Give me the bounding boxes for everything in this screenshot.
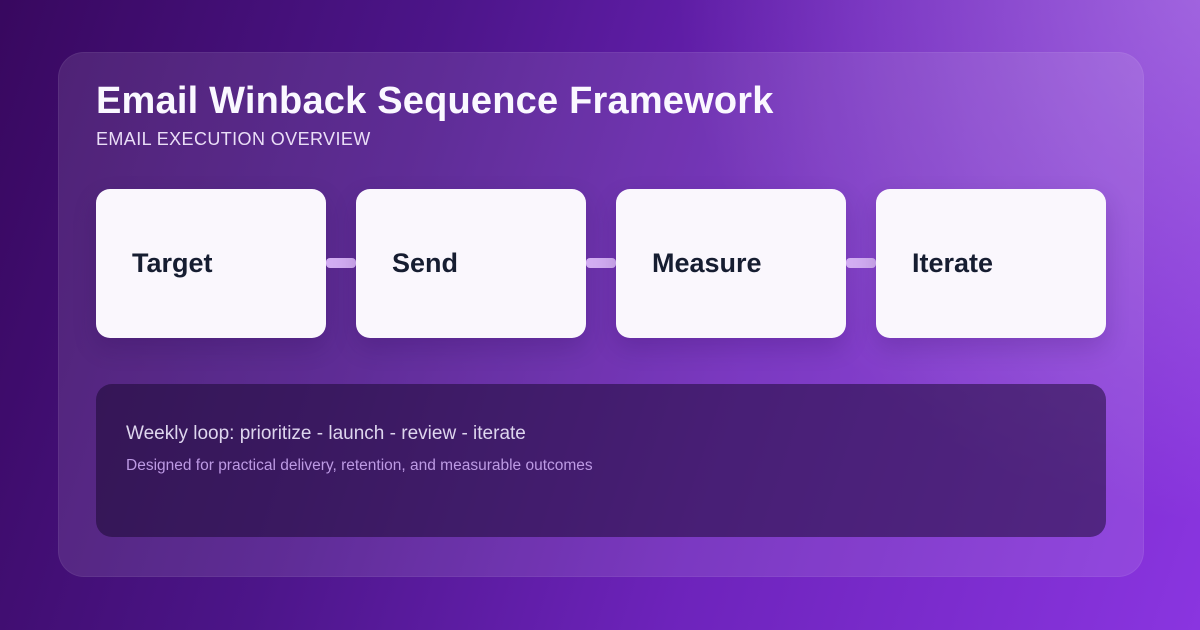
step-connector [586, 258, 616, 269]
step-box-send: Send [356, 188, 586, 338]
page-subtitle: EMAIL EXECUTION OVERVIEW [96, 128, 371, 149]
step-box-measure: Measure [616, 188, 846, 338]
page-title: Email Winback Sequence Framework [96, 80, 774, 122]
step-connector [326, 258, 356, 269]
steps-row: Target Send Measure Iterate [96, 188, 1106, 338]
footer-panel: Weekly loop: prioritize - launch - revie… [96, 383, 1106, 537]
step-label: Iterate [912, 247, 994, 278]
footer-primary-text: Weekly loop: prioritize - launch - revie… [126, 422, 526, 444]
step-box-iterate: Iterate [876, 188, 1106, 338]
step-box-target: Target [96, 188, 326, 338]
footer-secondary-text: Designed for practical delivery, retenti… [126, 456, 593, 474]
framework-card: Email Winback Sequence Framework EMAIL E… [58, 52, 1144, 577]
step-label: Measure [652, 247, 762, 278]
step-label: Target [132, 247, 213, 278]
step-label: Send [392, 247, 459, 278]
step-connector [846, 258, 876, 269]
